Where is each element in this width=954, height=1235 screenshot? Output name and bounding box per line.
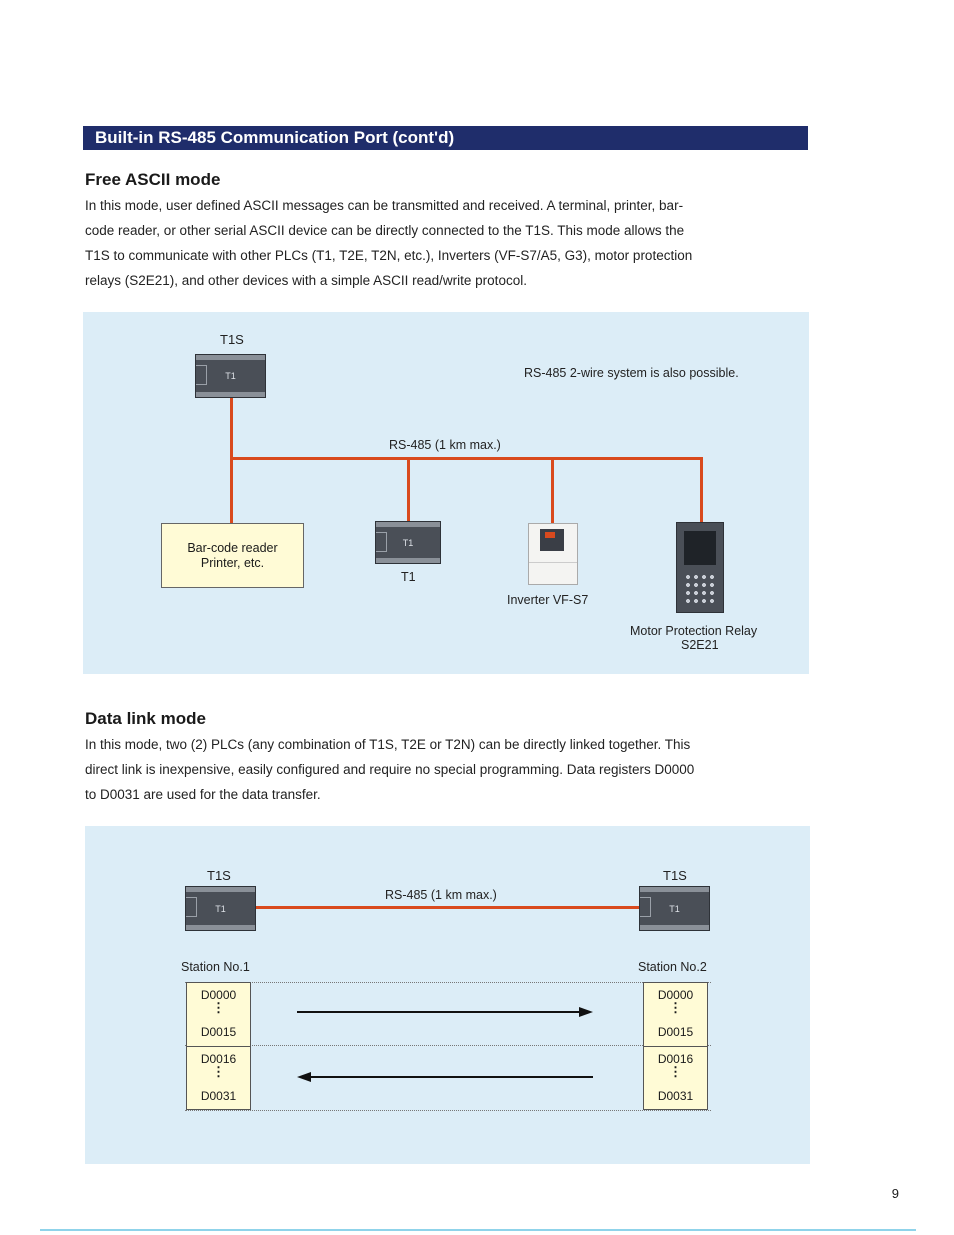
t1s-drop-wire [230,398,233,524]
ellipsis: ⋮ [212,1000,225,1015]
t1-label: T1 [401,570,416,584]
data-link-diagram: T1S T1S T1 T1 RS-485 (1 km max.) Station… [85,826,810,1164]
data-link-heading: Data link mode [85,709,206,728]
right-arrow-icon [297,1007,593,1017]
station2-registers: D0000 ⋮ D0015 D0016 ⋮ D0031 [643,982,708,1110]
footer-rule [40,1229,916,1231]
right-plc-icon: T1 [639,886,710,931]
relay-label-line2: S2E21 [681,638,719,652]
plc-badge: T1 [225,371,236,381]
data-link-paragraph: In this mode, two (2) PLCs (any combinat… [85,732,797,807]
register-label: D0000 [657,988,694,1002]
two-wire-note: RS-485 2-wire system is also possible. [524,366,739,380]
barcode-label: Bar-code reader [187,541,278,555]
station2-send-block: D0016 ⋮ D0031 [644,1046,707,1110]
plc-badge: T1 [215,903,226,914]
paragraph-line: T1S to communicate with other PLCs (T1, … [85,248,693,263]
inverter-icon [528,523,578,585]
free-ascii-paragraph: In this mode, user defined ASCII message… [85,193,797,293]
station2-receive-block: D0000 ⋮ D0015 [644,983,707,1046]
free-ascii-heading: Free ASCII mode [85,170,221,189]
paragraph-line: code reader, or other serial ASCII devic… [85,223,685,238]
t1-drop-wire [407,457,410,523]
station1-label: Station No.1 [181,960,250,974]
register-label: D0016 [200,1052,237,1066]
right-t1s-label: T1S [663,868,687,883]
inverter-label: Inverter VF-S7 [507,593,589,607]
section-title: Built-in RS-485 Communication Port (cont… [83,126,808,150]
dotted-guide-top [185,982,711,983]
free-ascii-diagram: T1S T1 RS-485 2-wire system is also poss… [83,312,809,674]
rs485-link-wire [256,906,639,909]
plc-badge: T1 [669,903,680,914]
paragraph-line: In this mode, two (2) PLCs (any combinat… [85,737,691,752]
station1-send-block: D0000 ⋮ D0015 [187,983,250,1046]
left-arrow-icon [297,1072,593,1082]
paragraph-line: In this mode, user defined ASCII message… [85,198,684,213]
barcode-reader-box: Bar-code reader Printer, etc. [161,523,304,588]
paragraph-line: to D0031 are used for the data transfer. [85,787,321,802]
t1s-plc-icon: T1 [195,354,266,398]
paragraph-line: relays (S2E21), and other devices with a… [85,273,527,288]
station2-label: Station No.2 [638,960,707,974]
inverter-drop-wire [551,457,554,523]
printer-label: Printer, etc. [200,556,265,570]
dotted-guide-bottom [185,1110,711,1111]
station1-registers: D0000 ⋮ D0015 D0016 ⋮ D0031 [186,982,251,1110]
register-label: D0031 [657,1089,694,1103]
t1s-label: T1S [220,332,244,347]
relay-label-line1: Motor Protection Relay [630,624,758,638]
relay-drop-wire [700,457,703,523]
register-label: D0031 [200,1089,237,1103]
t1-plc-icon: T1 [375,521,441,564]
page-number: 9 [891,1186,899,1201]
register-label: D0015 [657,1025,694,1039]
ellipsis: ⋮ [212,1064,225,1079]
motor-relay-icon [676,522,724,613]
left-plc-icon: T1 [185,886,256,931]
ellipsis: ⋮ [669,1064,682,1079]
ellipsis: ⋮ [669,1000,682,1015]
bus-label: RS-485 (1 km max.) [389,438,501,452]
plc-badge: T1 [402,537,414,548]
rs485-bus-wire [230,457,703,460]
link-bus-label: RS-485 (1 km max.) [385,888,497,902]
station1-receive-block: D0016 ⋮ D0031 [187,1046,250,1110]
dotted-guide-middle [185,1045,711,1046]
register-label: D0000 [200,988,237,1002]
register-label: D0016 [657,1052,694,1066]
left-t1s-label: T1S [207,868,231,883]
paragraph-line: direct link is inexpensive, easily confi… [85,762,695,777]
register-label: D0015 [200,1025,237,1039]
